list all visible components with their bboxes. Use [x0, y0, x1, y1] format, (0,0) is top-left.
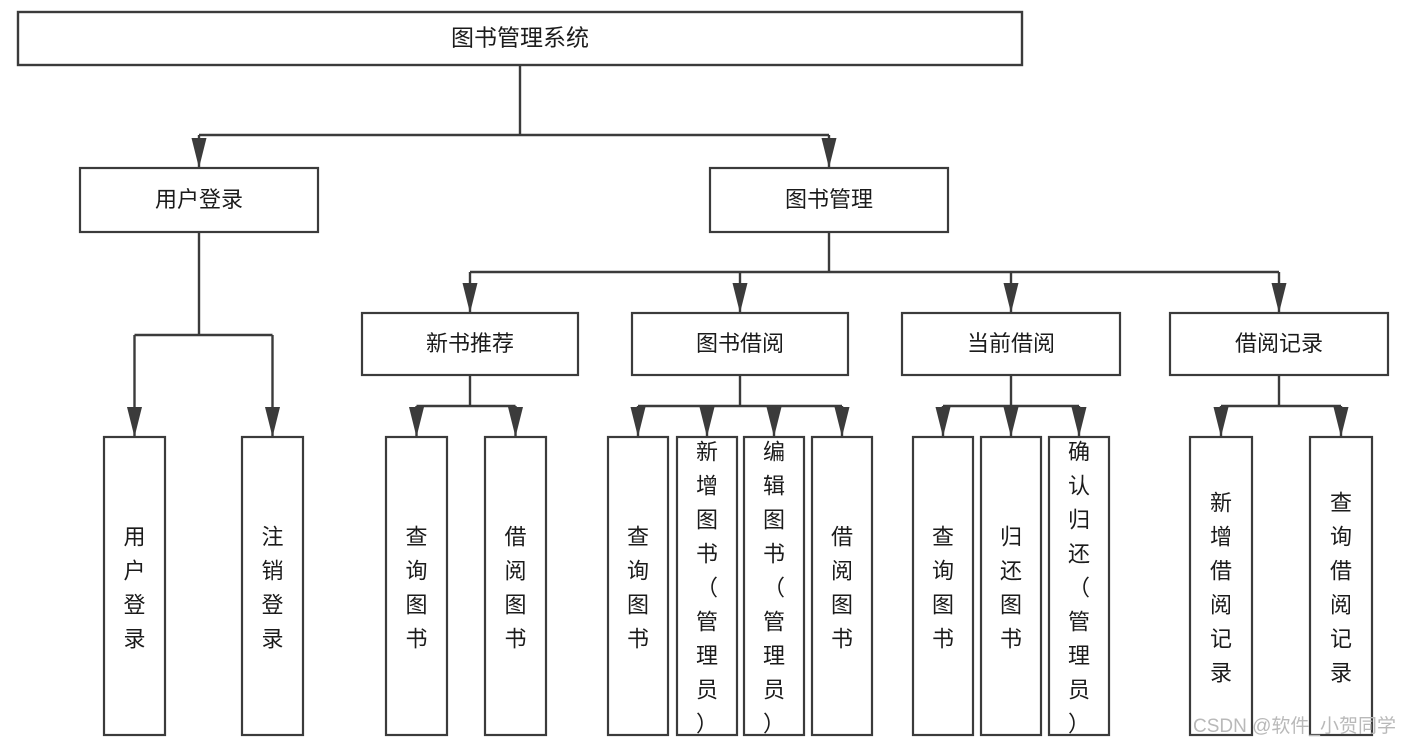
leaf-node-7-rect [742, 435, 806, 737]
leaf-node-4[interactable]: 借阅图书 [483, 435, 548, 737]
leaf-node-9-label: 查询图书 [932, 525, 954, 652]
leaf-node-11-label: 确认归还（管理员） [1068, 440, 1090, 737]
leaf-node-2-label: 注销登录 [261, 525, 283, 652]
connector-book-mgmt-to-level3 [462, 232, 1287, 313]
root-node-book-management-system[interactable]: 图书管理系统 [16, 10, 1024, 67]
level2-node-2-label: 图书管理 [785, 187, 873, 212]
level3-node-1-label: 新书推荐 [426, 331, 514, 356]
leaf-node-1-label: 用户登录 [123, 525, 145, 652]
leaf-node-7-label: 编辑图书（管理员） [763, 440, 785, 737]
leaf-node-6[interactable]: 新增图书（管理员） [675, 435, 739, 737]
leaf-node-9[interactable]: 查询图书 [911, 435, 975, 737]
level3-node-2[interactable]: 图书借阅 [630, 311, 850, 377]
leaf-node-5[interactable]: 查询图书 [606, 435, 670, 737]
leaf-node-10-label: 归还图书 [1000, 525, 1022, 652]
level3-node-4[interactable]: 借阅记录 [1168, 311, 1390, 377]
level3-node-2-rect [630, 311, 850, 377]
leaf-node-12-rect [1188, 435, 1254, 737]
leaf-node-2[interactable]: 注销登录 [240, 435, 305, 737]
level3-node-4-rect [1168, 311, 1390, 377]
leaf-node-11[interactable]: 确认归还（管理员） [1047, 435, 1111, 737]
leaf-node-11-rect [1047, 435, 1111, 737]
leaf-node-10-rect [979, 435, 1043, 737]
leaf-node-12-label: 新增借阅记录 [1210, 491, 1232, 686]
level3-node-4-label: 借阅记录 [1235, 331, 1323, 356]
leaf-node-5-rect [606, 435, 670, 737]
leaf-node-13-rect [1308, 435, 1374, 737]
connector-current-borrow-to-leaves [935, 375, 1087, 437]
level2-node-1-label: 用户登录 [155, 187, 243, 212]
connector-layer [127, 65, 1349, 437]
leaf-node-6-rect [675, 435, 739, 737]
leaf-node-3-rect [384, 435, 449, 737]
leaf-node-12[interactable]: 新增借阅记录 [1188, 435, 1254, 737]
root-node-book-management-system-rect [16, 10, 1024, 67]
connector-borrow-to-leaves [630, 375, 850, 437]
level2-node-1[interactable]: 用户登录 [78, 166, 320, 234]
level3-node-1[interactable]: 新书推荐 [360, 311, 580, 377]
level3-node-3[interactable]: 当前借阅 [900, 311, 1122, 377]
leaf-node-7[interactable]: 编辑图书（管理员） [742, 435, 806, 737]
leaf-node-9-rect [911, 435, 975, 737]
leaf-node-5-label: 查询图书 [627, 525, 649, 652]
leaf-node-8-label: 借阅图书 [831, 525, 853, 652]
level2-node-1-rect [78, 166, 320, 234]
connector-new-book-to-leaves [409, 375, 523, 437]
level3-node-3-label: 当前借阅 [967, 331, 1055, 356]
leaf-node-10[interactable]: 归还图书 [979, 435, 1043, 737]
leaf-node-4-rect [483, 435, 548, 737]
root-node-book-management-system-label: 图书管理系统 [451, 25, 589, 51]
leaf-node-3[interactable]: 查询图书 [384, 435, 449, 737]
level2-node-2-rect [708, 166, 950, 234]
leaf-node-8-rect [810, 435, 874, 737]
leaf-node-3-label: 查询图书 [405, 525, 427, 652]
leaf-node-1-rect [102, 435, 167, 737]
level3-node-2-label: 图书借阅 [696, 331, 784, 356]
leaf-node-13[interactable]: 查询借阅记录 [1308, 435, 1374, 737]
level2-node-2[interactable]: 图书管理 [708, 166, 950, 234]
leaf-node-13-label: 查询借阅记录 [1330, 491, 1352, 686]
level3-node-3-rect [900, 311, 1122, 377]
connector-root-to-level2 [191, 65, 837, 168]
leaf-node-1[interactable]: 用户登录 [102, 435, 167, 737]
leaf-node-8[interactable]: 借阅图书 [810, 435, 874, 737]
leaf-node-6-label: 新增图书（管理员） [696, 440, 718, 737]
level3-node-1-rect [360, 311, 580, 377]
leaf-node-4-label: 借阅图书 [504, 525, 526, 652]
leaf-node-2-rect [240, 435, 305, 737]
connector-records-to-leaves [1213, 375, 1349, 437]
node-layer: 图书管理系统用户登录图书管理新书推荐图书借阅当前借阅借阅记录用户登录注销登录查询… [16, 10, 1390, 737]
watermark-label: CSDN @软件_小贺同学 [1193, 715, 1396, 737]
connector-user-login-to-leaves [127, 232, 280, 437]
